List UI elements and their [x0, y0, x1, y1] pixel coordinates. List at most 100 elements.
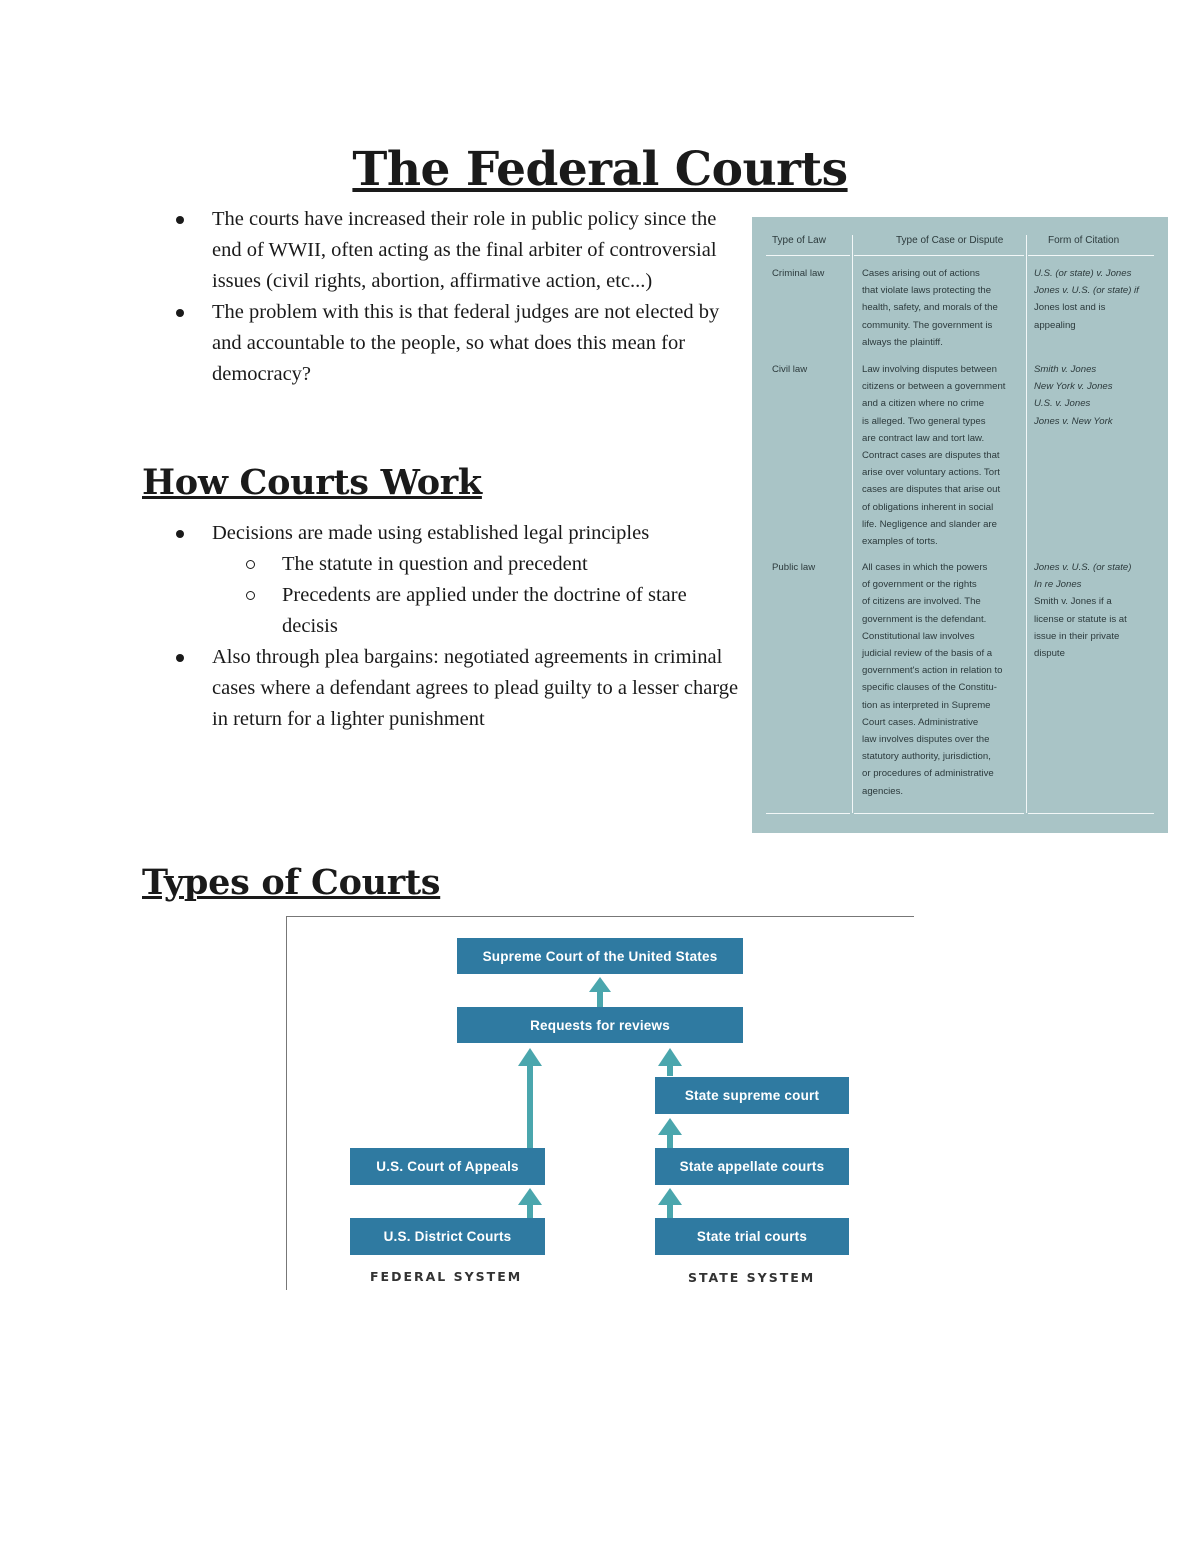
case-line: Contract cases are disputes that — [862, 450, 1000, 462]
bullet-circle-icon — [246, 591, 255, 600]
citation-line: U.S. (or state) v. Jones — [1034, 268, 1132, 279]
court-system-diagram: Supreme Court of the United States Reque… — [286, 916, 914, 1290]
arrow-up-icon — [589, 977, 611, 1008]
arrow-up-icon — [518, 1188, 542, 1218]
bottom-divider — [1028, 813, 1154, 814]
how-courts-work-list: Decisions are made using established leg… — [176, 518, 744, 735]
state-system-label: STATE SYSTEM — [688, 1270, 816, 1285]
case-line: that violate laws protecting the — [862, 285, 992, 297]
citation-cell: U.S. (or state) v. Jones Jones v. U.S. (… — [1034, 265, 1139, 334]
state-supreme-court-box: State supreme court — [655, 1077, 849, 1114]
case-line: government is the defendant. — [862, 613, 987, 625]
citation-line: dispute — [1034, 648, 1065, 660]
case-line: agencies. — [862, 785, 904, 797]
law-type-cell: Public law — [772, 562, 816, 573]
citation-line: Jones lost and is — [1034, 302, 1106, 314]
state-appellate-courts-box: State appellate courts — [655, 1148, 849, 1185]
case-line: Court cases. Administrative — [862, 716, 979, 728]
arrow-up-icon — [658, 1188, 682, 1218]
case-line: arise over voluntary actions. Tort — [862, 467, 1000, 479]
case-line: Cases arising out of actions — [862, 268, 980, 279]
case-line: life. Negligence and slander are — [862, 518, 997, 530]
case-line: law involves disputes over the — [862, 734, 990, 746]
case-line: cases are disputes that arise out — [862, 484, 1001, 496]
federal-system-label: FEDERAL SYSTEM — [370, 1269, 523, 1284]
intro-bullet: The courts have increased their role in … — [176, 204, 744, 297]
how-courts-work-heading: How Courts Work — [142, 462, 482, 503]
citation-line: Smith v. Jones if a — [1034, 596, 1112, 608]
bullet-dot-icon — [176, 530, 184, 538]
us-district-courts-box: U.S. District Courts — [350, 1218, 545, 1255]
case-line: of citizens are involved. The — [862, 596, 981, 608]
bullet-dot-icon — [176, 309, 184, 317]
header-divider — [766, 255, 850, 256]
state-trial-courts-box: State trial courts — [655, 1218, 849, 1255]
arrow-up-icon — [658, 1118, 682, 1148]
arrow-up-icon — [658, 1048, 682, 1076]
case-line: statutory authority, jurisdiction, — [862, 751, 991, 763]
case-line: health, safety, and morals of the — [862, 302, 998, 314]
citation-line: issue in their private — [1034, 630, 1120, 642]
diagram-frame-top — [286, 916, 914, 917]
citation-line: U.S. v. Jones — [1034, 398, 1091, 410]
types-of-courts-heading: Types of Courts — [142, 862, 441, 903]
table-header-type: Type of Law — [772, 235, 826, 246]
case-line: examples of torts. — [862, 536, 938, 548]
bullet-circle-icon — [246, 560, 255, 569]
citation-line: New York v. Jones — [1034, 381, 1113, 393]
citation-cell: Jones v. U.S. (or state) In re Jones Smi… — [1034, 559, 1131, 662]
case-line: Law involving disputes between — [862, 364, 997, 375]
intro-bullet-list: The courts have increased their role in … — [176, 204, 744, 390]
arrow-up-icon — [518, 1048, 542, 1148]
bullet-text: Decisions are made using established leg… — [212, 522, 650, 544]
table-header-citation: Form of Citation — [1048, 235, 1120, 246]
bullet-text: The courts have increased their role in … — [212, 208, 717, 292]
case-line: is alleged. Two general types — [862, 415, 986, 427]
diagram-arrows — [518, 977, 682, 1218]
intro-bullet: The problem with this is that federal ju… — [176, 297, 744, 390]
case-line: judicial review of the basis of a — [862, 648, 993, 660]
bullet-text: The problem with this is that federal ju… — [212, 301, 720, 385]
case-line: of obligations inherent in social — [862, 501, 994, 513]
diagram-frame-left — [286, 916, 287, 1290]
bullet-text: Precedents are applied under the doctrin… — [282, 584, 687, 637]
bullet-text: The statute in question and precedent — [282, 553, 588, 575]
citation-line: appealing — [1034, 319, 1076, 331]
case-line: citizens or between a government — [862, 381, 1006, 393]
citation-line: license or statute is at — [1034, 613, 1127, 625]
citation-line: Jones v. U.S. (or state) if — [1034, 285, 1139, 297]
case-line: and a citizen where no crime — [862, 398, 985, 410]
header-divider — [854, 255, 1024, 256]
case-line: are contract law and tort law. — [862, 432, 985, 444]
case-cell: All cases in which the powers of governm… — [862, 559, 1003, 800]
how-bullet: Decisions are made using established leg… — [176, 518, 744, 549]
case-line: of government or the rights — [862, 579, 977, 591]
requests-for-reviews-box: Requests for reviews — [457, 1007, 743, 1043]
how-sub-bullet: The statute in question and precedent — [246, 549, 744, 580]
column-divider — [852, 235, 853, 813]
supreme-court-box: Supreme Court of the United States — [457, 938, 743, 974]
bullet-dot-icon — [176, 216, 184, 224]
law-types-table: Type of Law Type of Case or Dispute Form… — [752, 217, 1168, 833]
case-line: specific clauses of the Constitu- — [862, 682, 997, 694]
column-divider — [1026, 235, 1027, 813]
case-line: tion as interpreted in Supreme — [862, 699, 991, 711]
us-court-of-appeals-box: U.S. Court of Appeals — [350, 1148, 545, 1185]
how-bullet: Also through plea bargains: negotiated a… — [176, 642, 744, 735]
bullet-dot-icon — [176, 654, 184, 662]
case-line: All cases in which the powers — [862, 562, 988, 573]
case-line: community. The government is — [862, 319, 993, 331]
law-type-cell: Criminal law — [772, 268, 825, 279]
table-header-case: Type of Case or Dispute — [896, 235, 1004, 246]
citation-line: Jones v. New York — [1034, 415, 1113, 427]
case-cell: Law involving disputes between citizens … — [862, 361, 1005, 550]
page-title: The Federal Courts — [352, 142, 848, 197]
case-line: or procedures of administrative — [862, 768, 994, 780]
case-line: always the plaintiff. — [862, 336, 943, 348]
citation-cell: Smith v. Jones New York v. Jones U.S. v.… — [1034, 361, 1113, 430]
citation-line: Smith v. Jones — [1034, 364, 1097, 375]
how-sub-bullet: Precedents are applied under the doctrin… — [246, 580, 692, 642]
header-divider — [1028, 255, 1154, 256]
bullet-text: Also through plea bargains: negotiated a… — [212, 646, 739, 730]
citation-line: In re Jones — [1034, 579, 1082, 591]
